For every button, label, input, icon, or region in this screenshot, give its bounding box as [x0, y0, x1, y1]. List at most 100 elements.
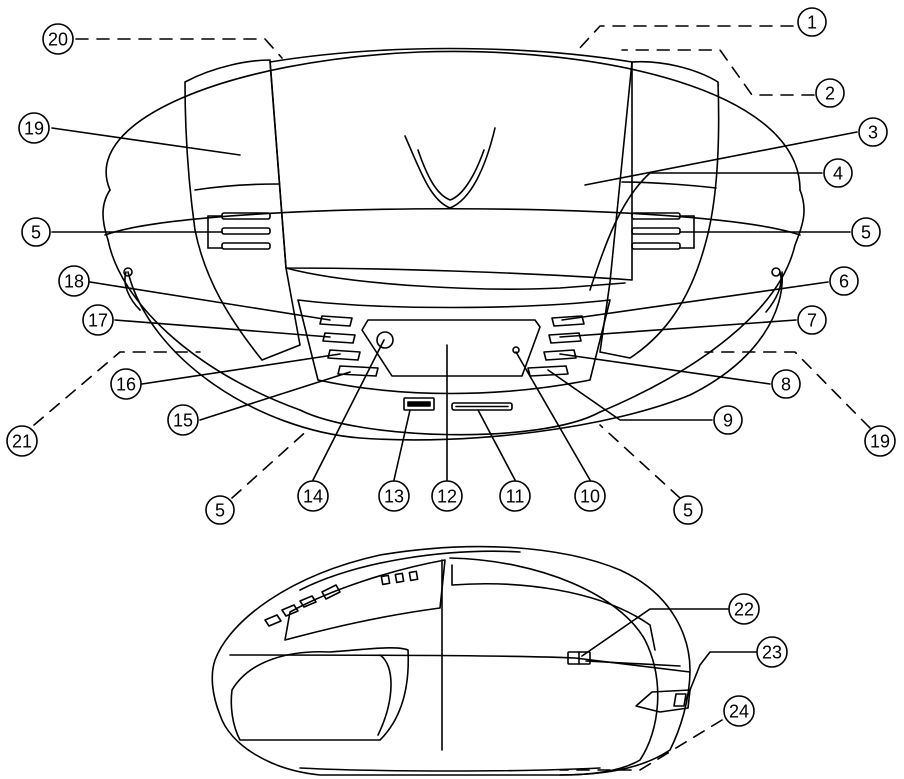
- leader-5-bottom-right: [599, 424, 681, 499]
- cd-lid: [269, 47, 633, 281]
- callout-11: 11: [499, 480, 531, 512]
- leader-11: [477, 409, 516, 481]
- callout-16: 16: [110, 368, 142, 400]
- leader-9: [547, 369, 713, 421]
- left-stud: [123, 267, 133, 277]
- callout-22: 22: [728, 593, 760, 625]
- side-lid-seam: [451, 564, 656, 651]
- leader-2: [621, 49, 815, 96]
- right-handle: [599, 60, 720, 359]
- callout-5b: 5: [851, 217, 881, 247]
- side-inner-curve: [449, 557, 659, 776]
- leader-5-bottom-left: [231, 427, 311, 499]
- right-vent: [631, 242, 681, 250]
- side-button: [299, 595, 317, 608]
- callout-18: 18: [58, 265, 90, 297]
- card-slot: [451, 402, 513, 411]
- left-handle-crease: [194, 183, 279, 191]
- leader-22b: [585, 660, 681, 667]
- usb-port-inner: [407, 401, 431, 407]
- callout-21: 21: [6, 425, 38, 457]
- callout-5c: 5: [205, 495, 235, 525]
- button[interactable]: [543, 349, 577, 361]
- side-view: [211, 545, 691, 776]
- body-upper-edge: [104, 207, 801, 236]
- front-view: [102, 47, 805, 441]
- callout-2: 2: [815, 78, 845, 108]
- button[interactable]: [551, 315, 585, 327]
- callout-9: 9: [713, 405, 743, 435]
- callout-11-label: 11: [506, 487, 525, 507]
- side-mid-line: [229, 654, 691, 673]
- right-handle-crease: [621, 181, 717, 189]
- leader-16: [141, 353, 341, 385]
- callout-3-label: 3: [868, 123, 878, 143]
- callout-24-label: 24: [729, 702, 749, 722]
- right-vent: [631, 227, 681, 235]
- side-top-panel: [284, 559, 446, 641]
- usb-port: [403, 397, 435, 411]
- callout-19b: 19: [864, 425, 896, 457]
- callout-13-label: 13: [384, 487, 404, 507]
- button[interactable]: [527, 365, 569, 377]
- callout-16-label: 16: [116, 375, 136, 395]
- callout-6-label: 6: [839, 272, 849, 292]
- callout-5a-label: 5: [31, 223, 41, 243]
- callout-7: 7: [797, 305, 827, 335]
- right-stud: [771, 267, 781, 277]
- side-button: [380, 574, 391, 586]
- cd-lid-v-logo: [404, 127, 496, 209]
- callouts: 1 2 3 4 5 5 6 7 8 9 10 11 12 13 14 5 5 1…: [6, 7, 896, 727]
- side-power-socket-inner: [673, 693, 687, 707]
- leader-4: [589, 172, 823, 291]
- callout-23-label: 23: [762, 643, 782, 663]
- side-button: [264, 614, 282, 627]
- dashed-leaders: [33, 25, 871, 771]
- callout-1: 1: [797, 7, 827, 37]
- leader-6: [561, 281, 829, 321]
- side-top-buttons: [264, 570, 419, 627]
- leader-8: [559, 353, 771, 385]
- callout-14-label: 14: [303, 487, 323, 507]
- cd-lid-front-lip: [285, 267, 626, 290]
- button[interactable]: [337, 365, 379, 377]
- button[interactable]: [548, 332, 582, 344]
- callout-3: 3: [858, 117, 888, 147]
- leader-24: [559, 719, 723, 771]
- callout-20-label: 20: [48, 30, 68, 50]
- leader-21: [33, 351, 201, 426]
- body-right-foot: [765, 271, 782, 313]
- side-top-rim: [299, 550, 521, 591]
- body-left-foot: [124, 271, 141, 311]
- callout-1-label: 1: [807, 13, 817, 33]
- callout-14: 14: [297, 480, 329, 512]
- side-speaker: [230, 647, 410, 741]
- callout-19b-label: 19: [870, 432, 890, 452]
- body-bottom-edge: [299, 409, 601, 436]
- button[interactable]: [322, 332, 356, 344]
- leader-1: [577, 25, 794, 51]
- leader-19-right: [704, 351, 871, 429]
- leader-19-left: [51, 127, 241, 156]
- callout-15-label: 15: [173, 411, 193, 431]
- callout-4: 4: [823, 158, 853, 188]
- callout-12-label: 12: [437, 487, 457, 507]
- callout-7-label: 7: [807, 311, 817, 331]
- left-buttons: [319, 315, 379, 377]
- leader-18: [89, 281, 331, 321]
- callout-19a: 19: [18, 112, 50, 144]
- callout-8-label: 8: [781, 375, 791, 395]
- body-right-side: [599, 189, 805, 413]
- left-vent: [221, 242, 271, 250]
- left-vent: [221, 227, 271, 235]
- leader-3: [584, 131, 858, 186]
- side-button: [321, 584, 341, 600]
- side-power-socket: [635, 689, 691, 713]
- callout-4-label: 4: [833, 164, 843, 184]
- callout-17: 17: [82, 304, 114, 336]
- callout-10: 10: [574, 480, 606, 512]
- callout-21-label: 21: [12, 432, 32, 452]
- leader-14: [312, 339, 385, 481]
- button[interactable]: [319, 315, 353, 327]
